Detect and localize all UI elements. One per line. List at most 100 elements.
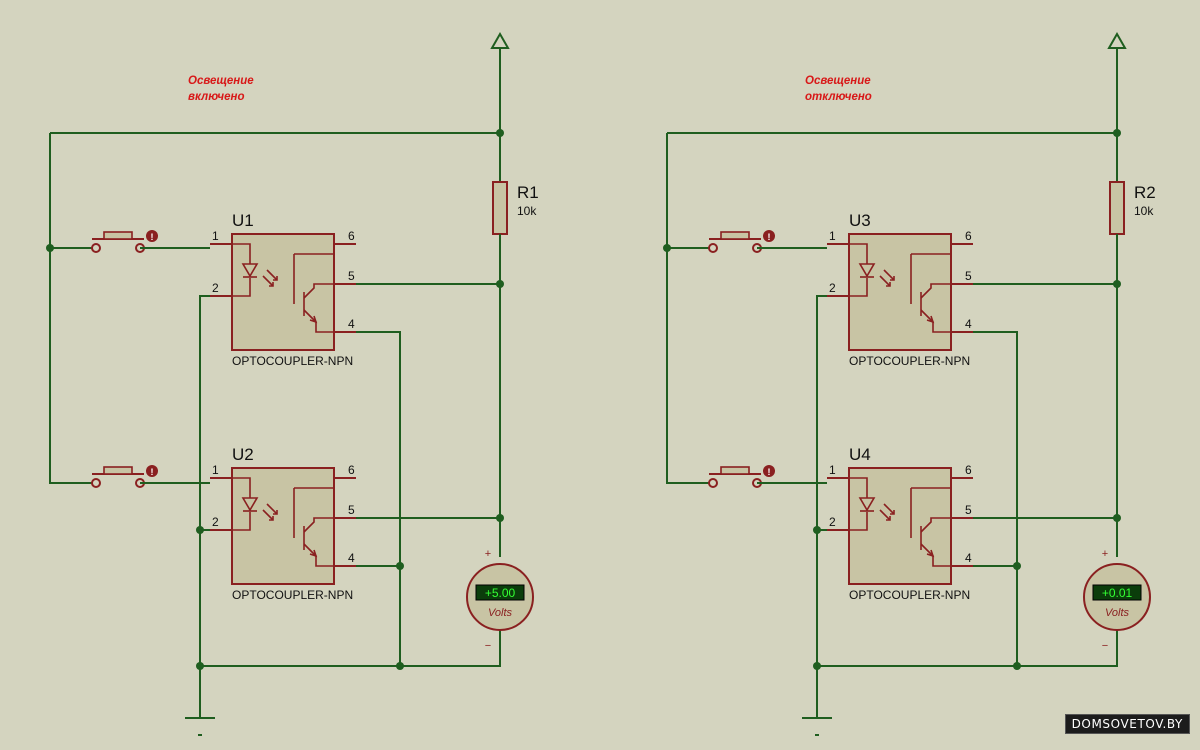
- button-state-icon: [146, 230, 158, 242]
- voltmeter-reading: +0.01: [1102, 586, 1133, 600]
- push-button[interactable]: !: [708, 465, 775, 488]
- junction-dot: [1113, 514, 1121, 522]
- pin-label: 4: [348, 317, 355, 331]
- led-icon: [241, 497, 259, 512]
- pin-label: 6: [965, 229, 972, 243]
- button-state-mark: !: [768, 232, 771, 242]
- pin-label: 5: [348, 503, 355, 517]
- opto-type-label: OPTOCOUPLER-NPN: [232, 588, 353, 602]
- arrow-head: [273, 510, 278, 515]
- pin-label: 1: [829, 229, 836, 243]
- arrow-head: [269, 282, 274, 287]
- arrow-head: [886, 516, 891, 521]
- button-cap: [103, 466, 133, 475]
- site-watermark: DOMSOVETOV.BY: [1064, 714, 1190, 734]
- push-button[interactable]: !: [708, 230, 775, 253]
- voltmeter-display: [1092, 584, 1142, 601]
- arrow-head: [886, 282, 891, 287]
- light-arrow-icon: [883, 269, 895, 281]
- led-icon: [858, 263, 876, 278]
- junction-dot: [396, 562, 404, 570]
- wire: [200, 630, 501, 667]
- junction-dot: [1113, 129, 1121, 137]
- emitter-arrow-icon: [926, 315, 935, 324]
- led-lead: [849, 477, 868, 498]
- opto-type-label: OPTOCOUPLER-NPN: [232, 354, 353, 368]
- wire: [49, 133, 96, 484]
- pin-label: 1: [212, 229, 219, 243]
- voltmeter-reading: +5.00: [485, 586, 516, 600]
- contact-left: [91, 478, 101, 488]
- button-state-icon: [763, 465, 775, 477]
- arrow-head: [890, 276, 895, 281]
- circuit-note-line-2: отключено: [805, 91, 872, 103]
- transistor-collector: [920, 517, 951, 533]
- arrow-head: [273, 276, 278, 281]
- pin-label: 4: [965, 551, 972, 565]
- button-state-mark: !: [768, 467, 771, 477]
- emitter-arrow-icon: [926, 549, 935, 558]
- pin-label: 1: [829, 463, 836, 477]
- opto-type-label: OPTOCOUPLER-NPN: [849, 354, 970, 368]
- led-icon: [858, 497, 876, 512]
- led-lead: [232, 243, 251, 264]
- junction-dot: [46, 244, 54, 252]
- junction-dot: [1013, 662, 1021, 670]
- led-lead: [849, 512, 868, 531]
- voltmeter-display: [475, 584, 525, 601]
- contact-left: [708, 478, 718, 488]
- pin-label: 5: [965, 269, 972, 283]
- push-button[interactable]: !: [91, 465, 158, 488]
- resistor-ref: R1: [517, 183, 539, 202]
- arrow-head: [890, 510, 895, 515]
- pin-label: 2: [212, 515, 219, 529]
- light-arrow-icon: [879, 275, 891, 287]
- transistor-collector: [920, 283, 951, 299]
- button-cap: [103, 231, 133, 240]
- led-lead: [232, 512, 251, 531]
- resistor-value: 10k: [1134, 204, 1154, 218]
- wire: [666, 133, 713, 484]
- opto-ref-label: U3: [849, 211, 871, 230]
- transistor-emitter: [303, 543, 334, 567]
- resistor-body: [1109, 181, 1125, 235]
- pin-label: 2: [212, 281, 219, 295]
- transistor-emitter: [920, 543, 951, 567]
- opto-ref-label: U4: [849, 445, 871, 464]
- button-state-icon: [146, 465, 158, 477]
- power-supply-icon: [1107, 31, 1127, 49]
- light-arrow-icon: [266, 503, 278, 515]
- pin-label: 5: [965, 503, 972, 517]
- pin-label: 6: [348, 229, 355, 243]
- light-arrow-icon: [879, 509, 891, 521]
- voltmeter-unit: Volts: [1105, 607, 1130, 619]
- pin-label: 4: [965, 317, 972, 331]
- circuit-note-line-1: Освещение: [188, 75, 254, 87]
- wire: [199, 295, 210, 666]
- voltmeter-minus: −: [1102, 640, 1108, 652]
- junction-dot: [496, 280, 504, 288]
- contact-left: [91, 243, 101, 253]
- junction-dot: [1013, 562, 1021, 570]
- circuit-right: ОсвещениеотключеноR210k!!U312654OPTOCOUP…: [663, 31, 1156, 736]
- junction-dot: [813, 526, 821, 534]
- pin-label: 4: [348, 551, 355, 565]
- resistor-body: [492, 181, 508, 235]
- push-button[interactable]: !: [91, 230, 158, 253]
- power-supply-icon: [490, 31, 510, 49]
- light-arrow-icon: [262, 275, 274, 287]
- resistor-ref: R2: [1134, 183, 1156, 202]
- led-lead: [232, 278, 251, 297]
- circuit-note-line-1: Освещение: [805, 75, 871, 87]
- emitter-arrow-icon: [309, 315, 318, 324]
- led-lead: [232, 477, 251, 498]
- transistor-collector: [303, 517, 334, 533]
- circuit-note-line-2: включено: [188, 91, 245, 103]
- transistor-emitter: [920, 309, 951, 333]
- contact-left: [708, 243, 718, 253]
- junction-dot: [196, 526, 204, 534]
